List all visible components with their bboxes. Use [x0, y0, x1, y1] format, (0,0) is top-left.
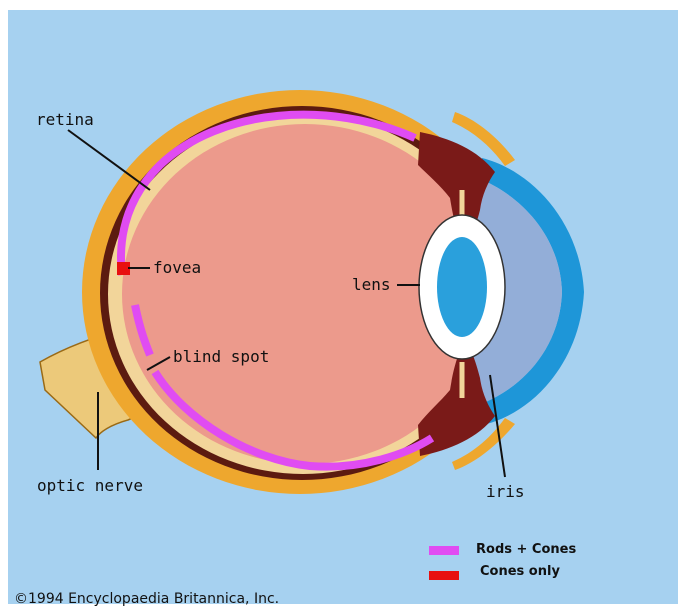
- lens-inner: [437, 237, 487, 337]
- legend-cones-only-label: Cones only: [480, 565, 560, 578]
- copyright-text: ©1994 Encyclopaedia Britannica, Inc.: [14, 592, 279, 606]
- fovea-label: fovea: [153, 260, 201, 276]
- legend-rods-cones-swatch: [429, 546, 459, 555]
- blind-spot-label: blind spot: [173, 349, 269, 365]
- legend-cones-only-swatch: [429, 571, 459, 580]
- lens-label: lens: [352, 277, 391, 293]
- legend-rods-cones-label: Rods + Cones: [476, 543, 576, 556]
- optic-nerve-label: optic nerve: [37, 478, 143, 494]
- retina-label: retina: [36, 112, 94, 128]
- iris-label: iris: [486, 484, 525, 500]
